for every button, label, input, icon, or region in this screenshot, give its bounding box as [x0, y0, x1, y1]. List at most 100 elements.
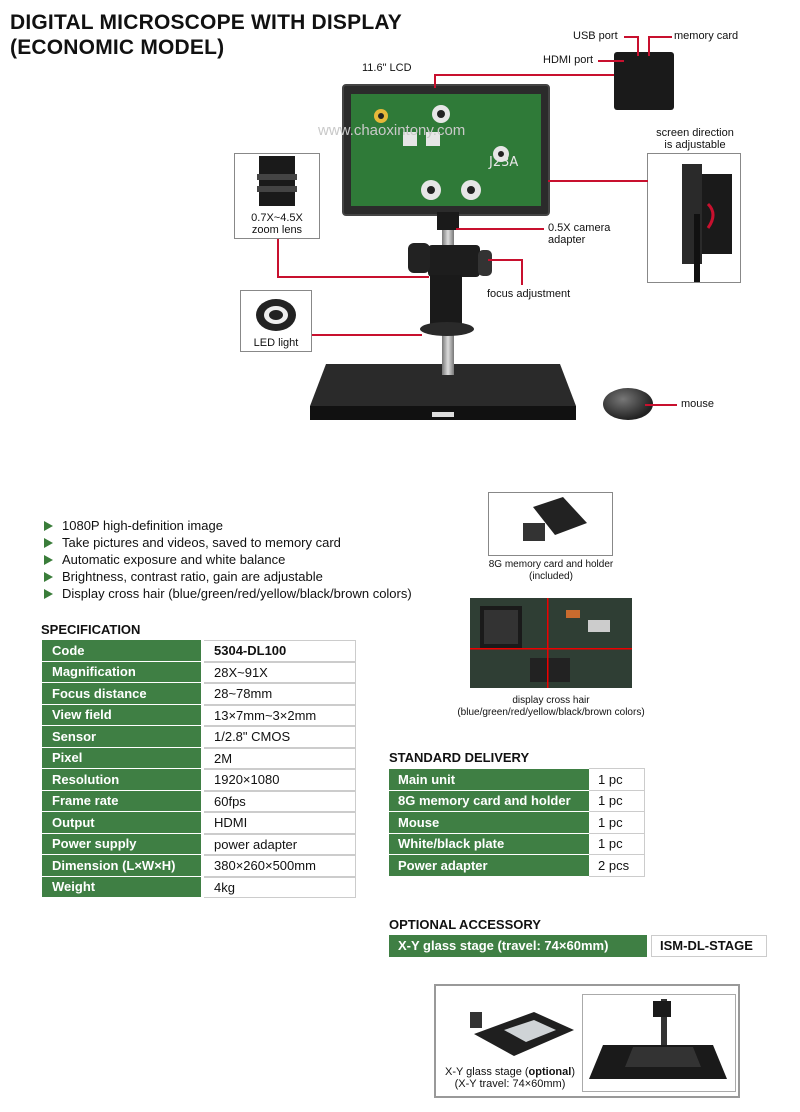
hdmi-line — [598, 60, 624, 62]
cross-hair-shape — [470, 598, 632, 688]
led-light-label: LED light — [253, 337, 299, 349]
delivery-qty: 1 pc — [589, 768, 645, 791]
stage-caption-line1: X-Y glass stage (optional) — [444, 1066, 575, 1078]
delivery-item: Mouse — [389, 811, 589, 834]
focus-block — [428, 245, 480, 277]
adapter-line2: adapter — [548, 234, 586, 246]
bullet-triangle-icon — [44, 555, 53, 565]
spec-value: 1/2.8" CMOS — [204, 726, 356, 748]
spec-value: 380×260×500mm — [204, 855, 356, 877]
memory-card-label: memory card — [674, 30, 739, 42]
svg-text:J23A: J23A — [488, 155, 518, 170]
zoom-lens-image — [257, 156, 297, 206]
spec-key: Power supply — [42, 833, 204, 855]
bullet-triangle-icon — [44, 572, 53, 582]
usb-port-label: USB port — [573, 30, 618, 42]
memory-card-caption-line2: (included) — [529, 571, 573, 582]
spec-value: HDMI — [204, 812, 356, 834]
hdmi-port-label: HDMI port — [543, 54, 594, 66]
spec-value: 13×7mm~3×2mm — [204, 704, 356, 726]
stage-photo-frame: X-Y glass stage (optional) (X-Y travel: … — [434, 984, 740, 1098]
spec-key: View field — [42, 704, 204, 726]
delivery-qty: 1 pc — [589, 832, 645, 855]
feature-text: Automatic exposure and white balance — [62, 552, 286, 567]
focus-knob-left[interactable] — [408, 243, 430, 273]
spec-value: power adapter — [204, 833, 356, 855]
usb-line-v — [637, 36, 639, 56]
ports-image — [614, 52, 674, 110]
led-ring — [420, 322, 474, 336]
spec-row: Dimension (L×W×H)380×260×500mm — [42, 855, 356, 877]
spec-value: 1920×1080 — [204, 769, 356, 791]
feature-item: Take pictures and videos, saved to memor… — [44, 534, 412, 551]
monitor-arm — [437, 212, 459, 230]
zoom-lens-thumbnail: 0.7X~4.5X zoom lens — [234, 153, 320, 239]
delivery-qty: 2 pcs — [589, 854, 645, 877]
delivery-item: Power adapter — [389, 854, 589, 877]
watermark: www.chaoxintony.com — [318, 122, 466, 139]
base-plate-shape — [310, 364, 576, 420]
spec-title: SPECIFICATION — [41, 622, 141, 637]
cross-hair-caption: display cross hair (blue/green/red/yello… — [446, 695, 656, 719]
spec-key: Output — [42, 812, 204, 834]
bullet-triangle-icon — [44, 538, 53, 548]
optional-title: OPTIONAL ACCESSORY — [389, 917, 541, 932]
delivery-title: STANDARD DELIVERY — [389, 750, 530, 765]
usb-line-h — [624, 36, 638, 38]
zoom-line-v — [277, 239, 279, 277]
focus-label: focus adjustment — [487, 288, 571, 300]
feature-item: 1080P high-definition image — [44, 517, 412, 534]
mouse-image — [603, 388, 653, 420]
focus-knob-right[interactable] — [478, 250, 492, 276]
delivery-item: 8G memory card and holder — [389, 790, 589, 812]
spec-key: Sensor — [42, 726, 204, 748]
screen-direction-line1: screen direction — [656, 127, 734, 139]
lcd-line-h — [434, 74, 614, 76]
stage-caption: X-Y glass stage (optional) (X-Y travel: … — [440, 1066, 580, 1090]
feature-list: 1080P high-definition image Take picture… — [44, 517, 412, 602]
spec-key: Resolution — [42, 769, 204, 791]
led-line — [312, 334, 422, 336]
adapter-line — [456, 228, 544, 230]
page-title: DIGITAL MICROSCOPE WITH DISPLAY (ECONOMI… — [10, 10, 402, 60]
led-light-image — [256, 299, 296, 331]
zoom-lens-line2: zoom lens — [251, 224, 303, 236]
memory-card-caption: 8G memory card and holder (included) — [470, 559, 632, 583]
delivery-item: Main unit — [389, 768, 589, 791]
cross-hair-caption-line1: display cross hair — [512, 695, 590, 706]
feature-text: Take pictures and videos, saved to memor… — [62, 535, 341, 550]
led-light-thumbnail: LED light — [240, 290, 312, 352]
title-line-2: (ECONOMIC MODEL) — [10, 36, 225, 59]
adapter-label: 0.5X camera adapter — [548, 222, 610, 246]
feature-item: Automatic exposure and white balance — [44, 551, 412, 568]
stage-mounted-shape — [589, 999, 727, 1079]
feature-item: Brightness, contrast ratio, gain are adj… — [44, 568, 412, 585]
zoom-line-h — [277, 276, 429, 278]
optional-key: X-Y glass stage (travel: 74×60mm) — [389, 935, 647, 957]
feature-text: Brightness, contrast ratio, gain are adj… — [62, 569, 323, 584]
spec-value: 2M — [204, 747, 356, 769]
title-line-1: DIGITAL MICROSCOPE WITH DISPLAY — [10, 11, 403, 34]
bullet-triangle-icon — [44, 521, 53, 531]
memory-card-caption-line1: 8G memory card and holder — [488, 559, 614, 570]
optional-row: X-Y glass stage (travel: 74×60mm) ISM-DL… — [389, 935, 767, 957]
lcd-line-v — [434, 74, 436, 88]
screen-direction-image — [647, 153, 741, 283]
lcd-label: 11.6" LCD — [362, 62, 412, 74]
spec-value: 28X~91X — [204, 661, 356, 683]
spec-key: Frame rate — [42, 790, 204, 812]
adapter-line1: 0.5X camera — [548, 222, 611, 234]
memory-card-thumbnail — [488, 492, 613, 556]
delivery-qty: 1 pc — [589, 811, 645, 834]
